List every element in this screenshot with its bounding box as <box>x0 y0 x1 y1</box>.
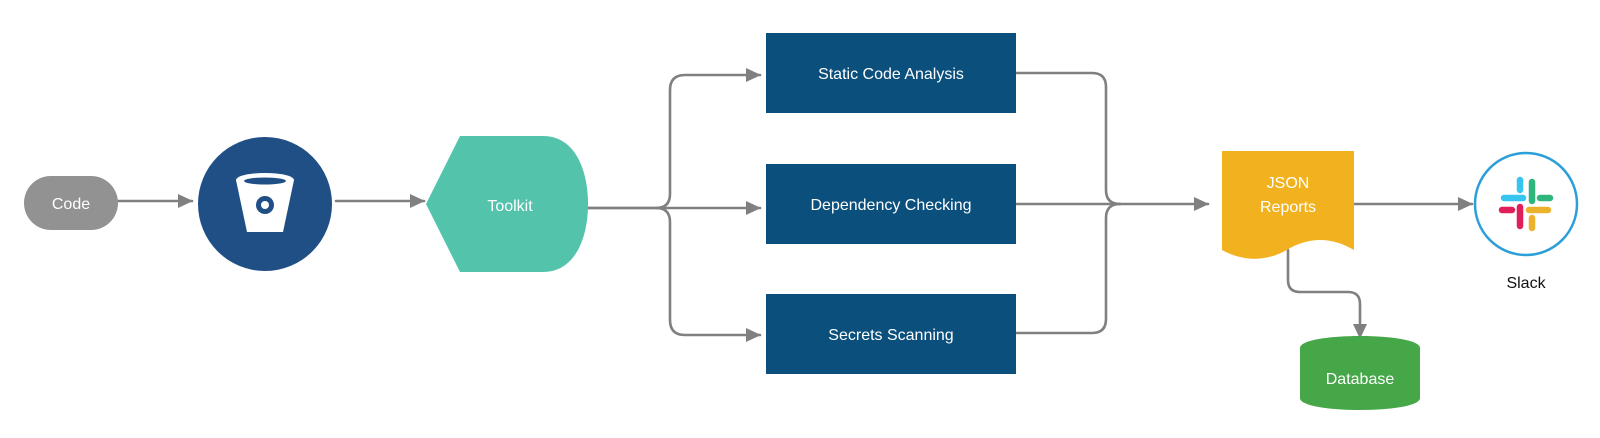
node-code[interactable]: Code <box>24 176 118 230</box>
secrets-scanning-label: Secrets Scanning <box>828 327 953 344</box>
connectors <box>116 68 1474 342</box>
database-label: Database <box>1326 371 1395 388</box>
toolkit-shape <box>426 136 588 272</box>
json-reports-label-line2: Reports <box>1260 199 1316 216</box>
slack-logo-icon <box>1498 176 1554 232</box>
static-analysis-box <box>766 33 1016 113</box>
node-dependency-checking[interactable]: Dependency Checking <box>766 164 1016 244</box>
slack-ring <box>1473 151 1579 257</box>
dependency-checking-label: Dependency Checking <box>811 197 972 214</box>
code-label: Code <box>52 196 90 213</box>
database-cylinder-shape <box>1300 336 1420 410</box>
node-secrets-scanning[interactable]: Secrets Scanning <box>766 294 1016 374</box>
dependency-checking-box <box>766 164 1016 244</box>
edge-toolkit-to-secrets-scanning <box>654 206 762 342</box>
node-static-code-analysis[interactable]: Static Code Analysis <box>766 33 1016 113</box>
node-json-reports[interactable]: JSON Reports <box>1222 151 1354 259</box>
node-database[interactable]: Database <box>1300 336 1420 410</box>
edge-secrets-scanning-to-reports <box>1010 202 1122 335</box>
json-reports-document-shape <box>1222 151 1354 259</box>
code-pill-shape <box>24 176 118 230</box>
slack-label: Slack <box>1506 275 1546 292</box>
edge-reports-to-database <box>1286 248 1367 340</box>
node-bitbucket[interactable] <box>198 137 332 271</box>
node-slack[interactable]: Slack <box>1473 151 1579 292</box>
toolkit-label: Toolkit <box>487 198 533 215</box>
json-reports-label-line1: JSON <box>1267 175 1310 192</box>
edge-static-analysis-to-reports <box>1010 71 1122 206</box>
secrets-scanning-box <box>766 294 1016 374</box>
node-toolkit[interactable]: Toolkit <box>426 136 588 272</box>
static-analysis-label: Static Code Analysis <box>818 66 964 83</box>
bitbucket-bucket-icon <box>236 173 294 232</box>
edge-toolkit-to-static-analysis <box>584 68 762 210</box>
